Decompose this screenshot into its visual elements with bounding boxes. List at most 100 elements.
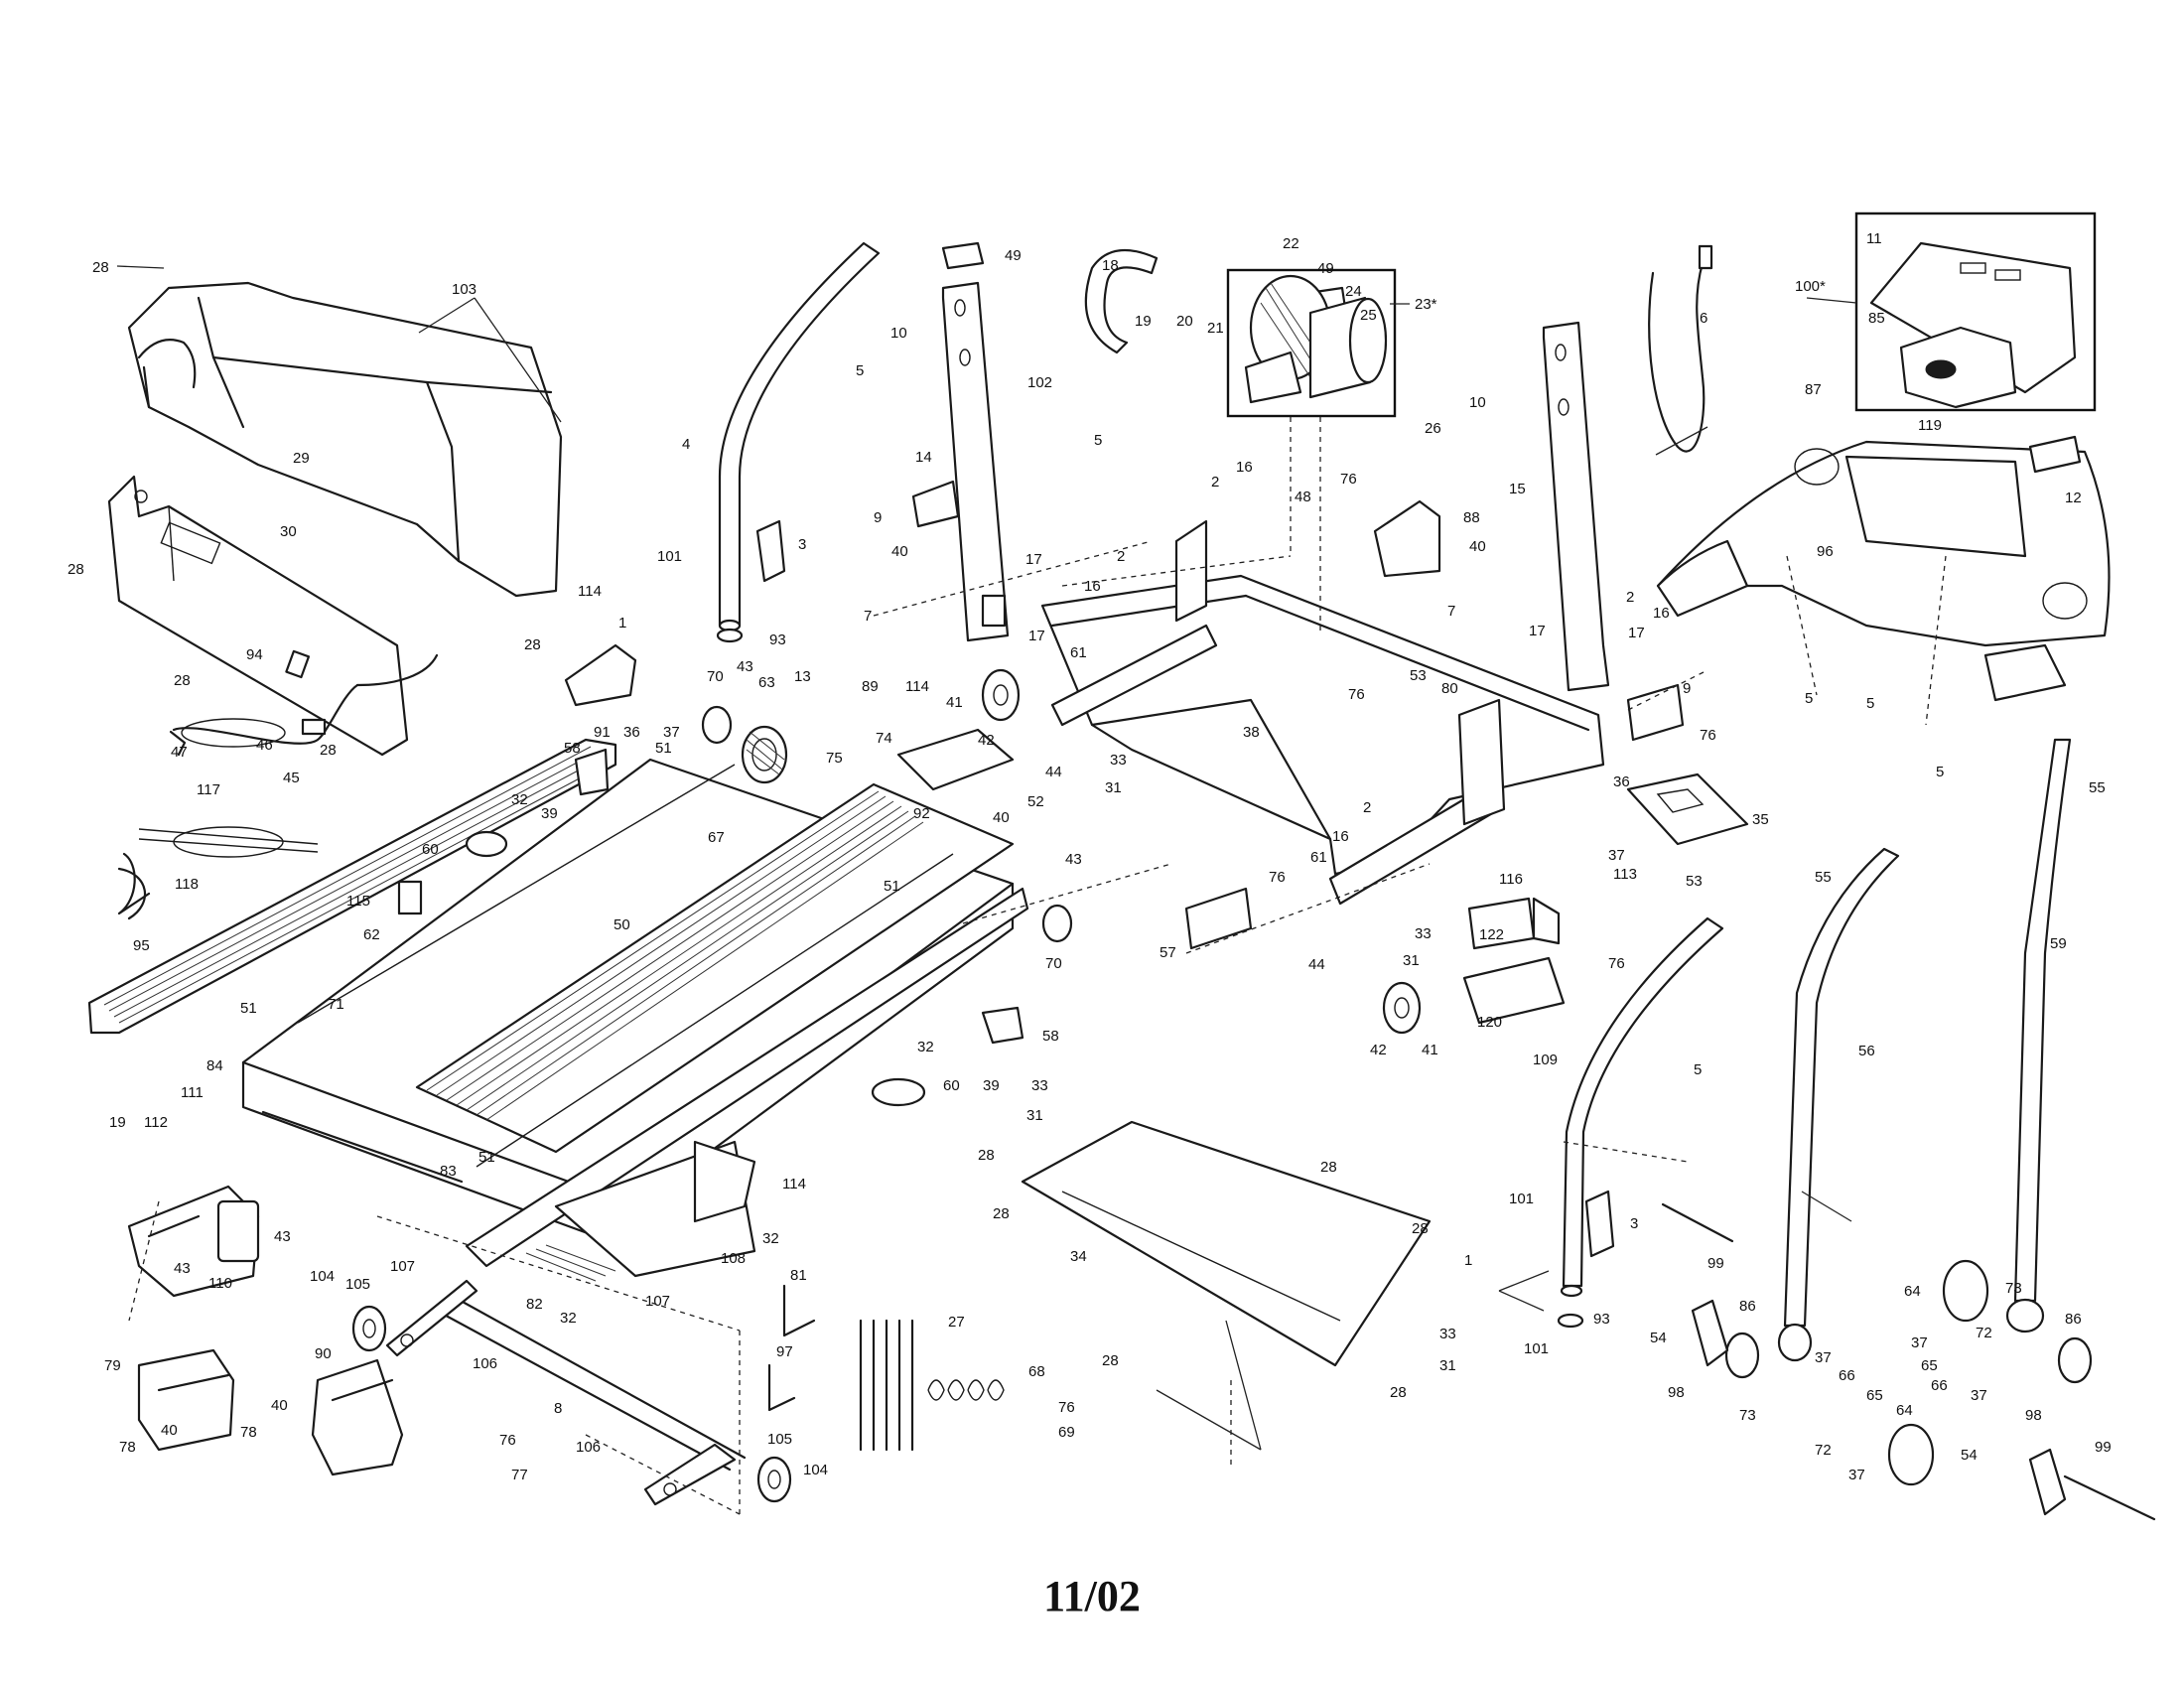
part-power-cord	[169, 649, 439, 757]
callout-83: 83	[440, 1163, 457, 1180]
callout-99: 99	[2095, 1439, 2112, 1456]
callout-6: 6	[1700, 310, 1707, 327]
callout-66: 66	[1839, 1367, 1855, 1384]
callout-67: 67	[708, 829, 725, 846]
part-109-handrail	[1560, 916, 1724, 1298]
part-82-lower-rail	[465, 887, 1029, 1282]
part-49-cap-left	[941, 241, 985, 270]
assembly-lines	[128, 417, 1947, 1515]
callout-11: 11	[1866, 230, 1882, 247]
part-42-wheel-upper	[981, 668, 1021, 722]
callout-79: 79	[104, 1357, 121, 1374]
callout-16: 16	[1653, 605, 1670, 622]
part-90-cover	[311, 1358, 404, 1476]
callout-28: 28	[993, 1205, 1010, 1222]
callout-5: 5	[1805, 690, 1813, 707]
callout-95: 95	[133, 937, 150, 954]
callout-46: 46	[256, 737, 273, 754]
callout-16: 16	[1332, 828, 1349, 845]
callout-32: 32	[560, 1310, 577, 1327]
callout-2: 2	[1626, 589, 1634, 606]
callout-58: 58	[564, 740, 581, 757]
callout-17: 17	[1628, 625, 1645, 641]
callout-44: 44	[1045, 764, 1062, 780]
callout-39: 39	[541, 805, 558, 822]
part-115-bracket	[397, 880, 423, 915]
callout-55: 55	[2089, 779, 2106, 796]
callout-81: 81	[790, 1267, 807, 1284]
callout-26: 26	[1425, 420, 1441, 437]
part-9-cover-right	[1626, 683, 1685, 742]
callout-5: 5	[856, 362, 864, 379]
callout-51: 51	[884, 878, 900, 895]
part-3-end-cap	[755, 519, 786, 583]
callout-37: 37	[1971, 1387, 1987, 1404]
callout-114: 114	[905, 678, 929, 695]
callout-91: 91	[594, 724, 611, 741]
part-12-overlay	[2028, 435, 2082, 474]
part-91-guard	[564, 643, 637, 707]
callout-102: 102	[1027, 374, 1052, 391]
callout-93: 93	[1593, 1311, 1610, 1328]
part-97-wrench	[767, 1363, 796, 1412]
callout-2: 2	[1117, 548, 1125, 565]
callout-76: 76	[1340, 471, 1357, 488]
part-23-drive-motor-box	[1226, 268, 1397, 418]
callout-107: 107	[645, 1293, 670, 1310]
callout-16: 16	[1236, 459, 1253, 476]
callout-51: 51	[240, 1000, 257, 1017]
callout-101: 101	[657, 548, 682, 565]
part-34-base-plate	[1021, 1120, 1432, 1367]
part-105-wheel-right	[756, 1456, 792, 1503]
part-8-lift-frame	[385, 1279, 747, 1506]
part-86-end-cap-a	[1724, 1332, 1760, 1379]
part-79-cover	[137, 1348, 235, 1452]
callout-93: 93	[769, 632, 786, 648]
callout-43: 43	[174, 1260, 191, 1277]
callout-35: 35	[1752, 811, 1769, 828]
callout-113: 113	[1613, 866, 1637, 883]
part-99-axle-a	[1661, 1202, 1734, 1243]
part-67-deck-belt	[297, 764, 954, 1168]
part-4-left-upright	[718, 241, 881, 632]
callout-66: 66	[1931, 1377, 1948, 1394]
callout-55: 55	[1815, 869, 1832, 886]
callout-37: 37	[1848, 1467, 1865, 1483]
callout-52: 52	[1027, 793, 1044, 810]
callout-72: 72	[1976, 1325, 1992, 1341]
callout-31: 31	[1105, 779, 1122, 796]
callout-28: 28	[1390, 1384, 1407, 1401]
callout-25: 25	[1360, 307, 1377, 324]
part-92-cover	[896, 728, 1015, 791]
callout-43: 43	[1065, 851, 1082, 868]
part-58-bracket-rear	[574, 748, 610, 796]
callout-101: 101	[1509, 1191, 1534, 1207]
callout-44: 44	[1308, 956, 1325, 973]
callout-70: 70	[707, 668, 724, 685]
callout-37: 37	[1815, 1349, 1832, 1366]
callout-60: 60	[943, 1077, 960, 1094]
callout-73: 73	[1739, 1407, 1756, 1424]
callout-33: 33	[1031, 1077, 1048, 1094]
callout-16: 16	[1084, 578, 1101, 595]
callout-37: 37	[1608, 847, 1625, 864]
callout-76: 76	[1058, 1399, 1075, 1416]
callout-109: 109	[1533, 1052, 1558, 1068]
callout-28: 28	[320, 742, 337, 759]
callout-36: 36	[623, 724, 640, 741]
callout-64: 64	[1904, 1283, 1921, 1300]
callout-62: 62	[363, 926, 380, 943]
callout-101: 101	[1524, 1340, 1549, 1357]
callout-65: 65	[1921, 1357, 1938, 1374]
callout-59: 59	[2050, 935, 2067, 952]
callout-69: 69	[1058, 1424, 1075, 1441]
callout-54: 54	[1650, 1330, 1667, 1346]
part-motor-hood	[127, 281, 563, 598]
callout-108: 108	[721, 1250, 746, 1267]
callout-104: 104	[310, 1268, 335, 1285]
callout-65: 65	[1866, 1387, 1883, 1404]
part-110-lift-motor	[127, 1185, 260, 1298]
callout-85: 85	[1868, 310, 1885, 327]
part-64-wheel-a	[1887, 1423, 1935, 1486]
